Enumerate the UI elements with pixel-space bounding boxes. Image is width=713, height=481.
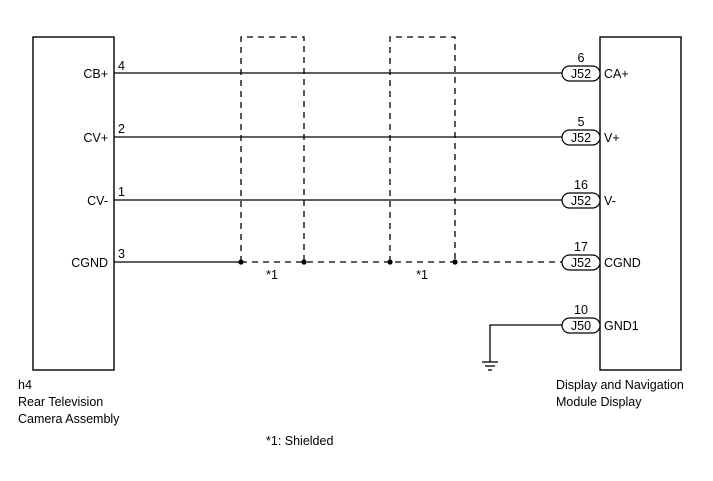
junction-dot: [387, 259, 393, 265]
left-pin-number: 1: [118, 185, 125, 199]
svg-text:J52: J52: [571, 194, 591, 208]
connector-oval: J52: [561, 65, 601, 82]
left-pin-number: 4: [118, 59, 125, 73]
right-component-name: Module Display: [556, 395, 642, 409]
right-component-name: Display and Navigation: [556, 378, 684, 392]
display-module-box: [599, 36, 682, 371]
connector-oval: J52: [561, 192, 601, 209]
connector-oval: J52: [561, 129, 601, 146]
left-signal-label: CV-: [87, 194, 108, 208]
shield-label: *1: [266, 268, 278, 282]
right-pin-number: 16: [574, 178, 588, 192]
svg-text:J52: J52: [571, 131, 591, 145]
shield-2: [389, 36, 456, 262]
left-pin-number: 2: [118, 122, 125, 136]
left-pin-number: 3: [118, 247, 125, 261]
left-component-name: Camera Assembly: [18, 412, 120, 426]
shield-1: [240, 36, 305, 262]
shield-label: *1: [416, 268, 428, 282]
junction-dot: [301, 259, 307, 265]
right-pin-number: 10: [574, 303, 588, 317]
svg-text:J50: J50: [571, 319, 591, 333]
right-signal-label: GND1: [604, 319, 639, 333]
right-signal-label: CGND: [604, 256, 641, 270]
connector-oval: J50: [561, 317, 601, 334]
left-signal-label: CGND: [71, 256, 108, 270]
left-signal-label: CB+: [83, 67, 108, 81]
left-component-name: Rear Television: [18, 395, 103, 409]
svg-text:J52: J52: [571, 256, 591, 270]
left-signal-label: CV+: [83, 131, 108, 145]
wire-gnd1: [489, 324, 562, 362]
junction-dot: [452, 259, 458, 265]
rear-camera-box: [32, 36, 115, 371]
right-pin-number: 17: [574, 240, 588, 254]
right-pin-number: 5: [578, 115, 585, 129]
left-component-code: h4: [18, 378, 32, 392]
svg-text:J52: J52: [571, 67, 591, 81]
right-signal-label: CA+: [604, 67, 629, 81]
footnote: *1: Shielded: [266, 434, 333, 448]
connector-oval: J52: [561, 254, 601, 271]
right-signal-label: V+: [604, 131, 620, 145]
ground-icon: [482, 361, 498, 371]
right-pin-number: 6: [578, 51, 585, 65]
right-signal-label: V-: [604, 194, 616, 208]
junction-dot: [238, 259, 244, 265]
